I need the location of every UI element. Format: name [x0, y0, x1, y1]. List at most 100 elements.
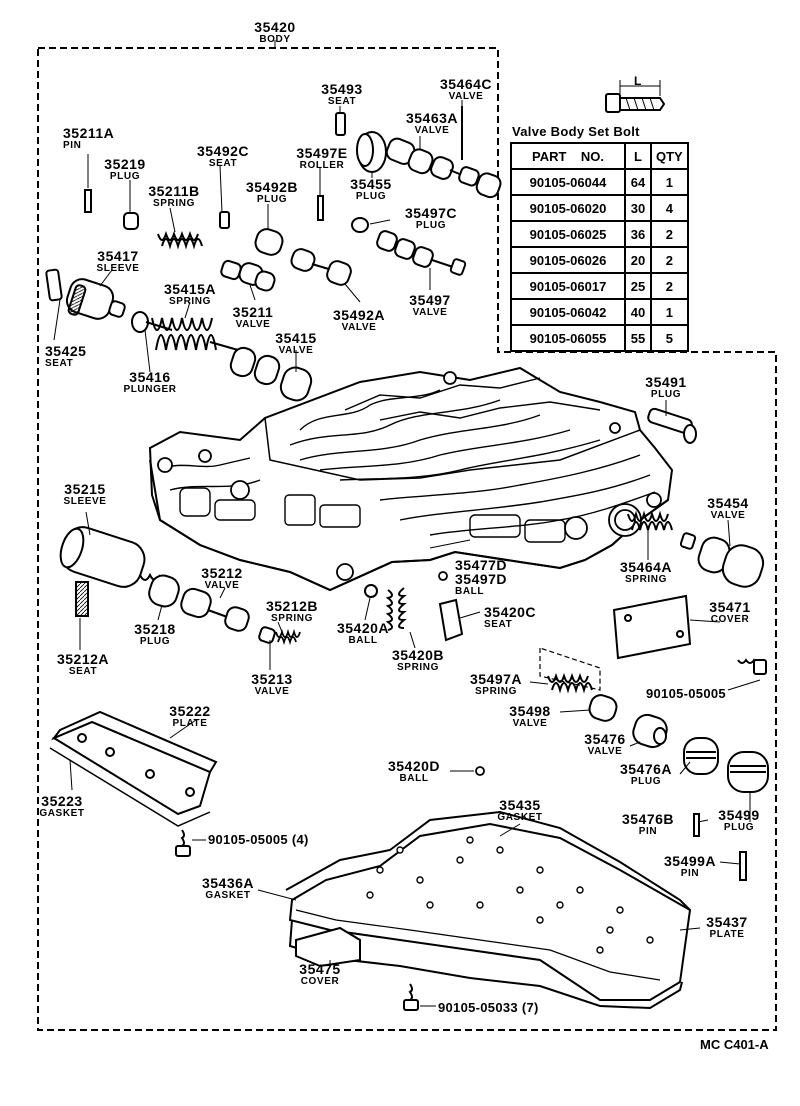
part-number: 35420A	[336, 620, 390, 636]
part-name: COVER	[300, 976, 340, 987]
part-name: GASKET	[205, 890, 251, 901]
plate-35222	[50, 710, 218, 816]
cell-qty: 4	[650, 194, 689, 222]
part-number: 35420B	[391, 647, 445, 663]
assembly-boundary	[37, 47, 777, 1031]
cover-35471	[612, 594, 692, 660]
cell-qty: 5	[650, 324, 689, 352]
ball-35477d	[438, 571, 448, 581]
pin-35499a	[739, 851, 747, 881]
cell-part: 90105-06042	[510, 298, 626, 326]
valve-35476	[632, 713, 668, 749]
body-leader	[429, 539, 471, 549]
part-name: SPRING	[625, 574, 667, 585]
part-number: 35420C	[484, 604, 537, 620]
bolt-label-90105-05005-x4: 90105-05005 (4)	[208, 832, 309, 847]
part-number: 35215	[64, 481, 106, 497]
drawing-code: MC C401-A	[700, 1037, 769, 1052]
part-name: BALL	[399, 773, 429, 784]
part-number: 35416	[129, 369, 171, 385]
dashed-leader	[539, 647, 601, 691]
part-name: PIN	[63, 140, 82, 151]
valve-body	[148, 366, 674, 592]
part-name: PLUG	[355, 191, 387, 202]
part-name: VALVE	[414, 125, 450, 136]
valve-35492a	[290, 248, 352, 286]
part-name: SPRING	[153, 198, 195, 209]
seat-35425	[45, 268, 63, 302]
cell-l: 30	[624, 194, 652, 222]
part-name: VALVE	[278, 345, 314, 356]
gasket-35223	[49, 747, 211, 827]
part-number: 35212B	[265, 598, 319, 614]
spring-35420b	[385, 587, 407, 631]
pin-35211a	[84, 189, 92, 213]
cell-qty: 2	[650, 272, 689, 300]
part-name: GASKET	[497, 812, 543, 823]
cell-part: 90105-06044	[510, 168, 626, 196]
part-number: 35463A	[405, 110, 459, 126]
part-name: BALL	[455, 586, 485, 597]
part-number: 35417	[97, 248, 139, 264]
part-name: SLEEVE	[63, 496, 107, 507]
part-name: SEAT	[327, 96, 357, 107]
part-name: PLUNGER	[123, 384, 177, 395]
plug-35497c	[351, 217, 369, 233]
part-number: 35222	[169, 703, 211, 719]
part-name: PIN	[638, 826, 658, 837]
part-name: VALVE	[448, 91, 484, 102]
part-name: BODY	[259, 34, 291, 45]
cell-l: 64	[624, 168, 652, 196]
pin-35476b	[693, 813, 700, 837]
part-name: SPRING	[169, 296, 211, 307]
part-name: SPRING	[475, 686, 517, 697]
cell-l: 25	[624, 272, 652, 300]
part-number: 35211B	[148, 183, 200, 199]
cell-part: 90105-06025	[510, 220, 626, 248]
spring-35415a	[151, 317, 217, 351]
part-number: 35477D	[455, 557, 508, 573]
spring-35464a	[627, 510, 673, 531]
valve-35454	[679, 532, 765, 588]
part-name: PLUG	[256, 194, 288, 205]
part-number: 35476A	[619, 761, 673, 777]
part-number: 35475	[299, 961, 341, 977]
cell-part: 90105-06020	[510, 194, 626, 222]
part-name: VALVE	[341, 322, 377, 333]
part-name: PLUG	[723, 822, 755, 833]
part-name: SPRING	[397, 662, 439, 673]
valve-35464c	[458, 106, 502, 199]
part-number: 35455	[350, 176, 392, 192]
part-name: VALVE	[254, 686, 290, 697]
spring-35497a	[547, 672, 593, 694]
seat-35212a	[75, 581, 89, 617]
